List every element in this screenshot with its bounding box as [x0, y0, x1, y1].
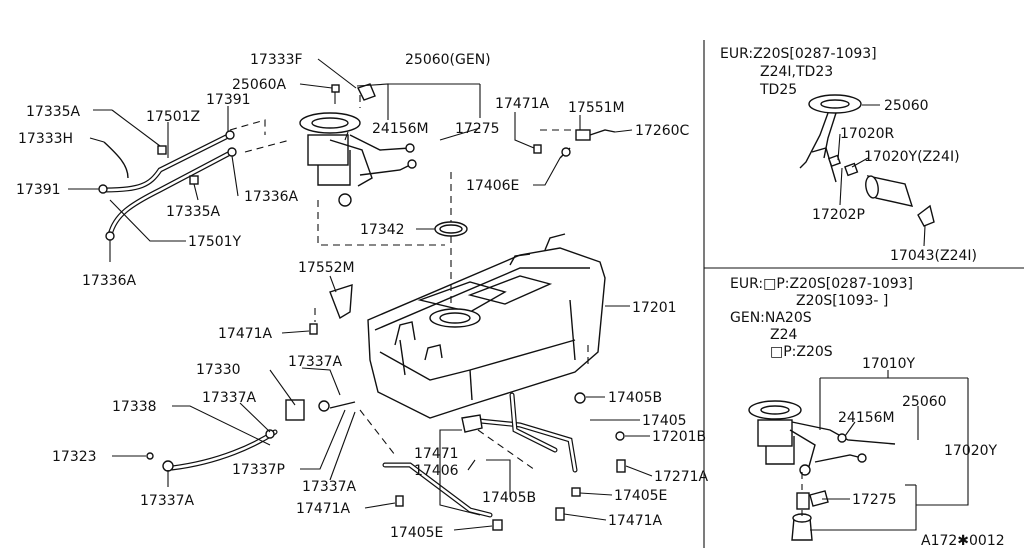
label-inset-bottom-25060: 25060: [902, 394, 947, 410]
fuel-lines-17501: [98, 130, 237, 241]
label-17391-top: 17391: [206, 92, 251, 108]
label-17010Y: 17010Y: [862, 356, 916, 372]
inset-top-note-2: Z24I,TD23: [760, 64, 833, 80]
label-17337A-bot2: 17337A: [140, 493, 195, 509]
label-17337A-left: 17337A: [202, 390, 257, 406]
label-17471A-mid: 17471A: [218, 326, 273, 342]
label-17471A-botright: 17471A: [608, 513, 663, 529]
label-17323: 17323: [52, 449, 97, 465]
label-25060A: 25060A: [232, 77, 287, 93]
inset-bottom-note-5: □P:Z20S: [770, 344, 833, 360]
label-17201B: 17201B: [652, 429, 706, 445]
inset-bottom-note-4: Z24: [770, 327, 797, 343]
label-17405E-right: 17405E: [614, 488, 667, 504]
label-17275-main: 17275: [455, 121, 500, 137]
inset-bottom-note-3: GEN:NA20S: [730, 310, 812, 326]
label-17020R: 17020R: [840, 126, 895, 142]
label-17406E: 17406E: [466, 178, 519, 194]
inset-bottom-note-2: Z20S[1093- ]: [796, 293, 888, 309]
label-inset-bottom-17020Y: 17020Y: [944, 443, 998, 459]
inset-top: EUR:Z20S[0287-1093] Z24I,TD23 TD25 25060…: [720, 46, 977, 264]
inset-top-pump-assembly: [799, 94, 935, 227]
label-inset-bottom-24156M: 24156M: [838, 410, 895, 426]
label-17338: 17338: [112, 399, 157, 415]
label-24156M-main: 24156M: [372, 121, 429, 137]
label-17271A: 17271A: [654, 469, 709, 485]
label-17471A-bot: 17471A: [296, 501, 351, 517]
label-17337P: 17337P: [232, 462, 285, 478]
label-17405B-bot: 17405B: [482, 490, 536, 506]
bracket-17552M: [309, 284, 353, 335]
inset-bottom-note-1: EUR:□P:Z20S[0287-1093]: [730, 276, 913, 292]
label-17405B-top: 17405B: [608, 390, 662, 406]
label-17202P: 17202P: [812, 207, 865, 223]
label-17335A-top: 17335A: [26, 104, 81, 120]
inset-bottom-pump-assembly: [748, 400, 896, 541]
label-17552M: 17552M: [298, 260, 355, 276]
label-17260C: 17260C: [635, 123, 690, 139]
label-17551M: 17551M: [568, 100, 625, 116]
label-17020Y-z24i: 17020Y(Z24I): [864, 149, 960, 165]
label-17405E-bot: 17405E: [390, 525, 443, 541]
fuel-pump-unit-25060: [299, 112, 417, 207]
label-17501Z: 17501Z: [146, 109, 200, 125]
label-17471A-top: 17471A: [495, 96, 550, 112]
fuel-tank-17201: [367, 233, 606, 419]
label-17471: 17471: [414, 446, 459, 462]
filler-hose-17338: [146, 399, 356, 472]
label-25060-gen: 25060(GEN): [405, 52, 491, 68]
label-17333H: 17333H: [18, 131, 73, 147]
inset-bottom: EUR:□P:Z20S[0287-1093] Z20S[1093- ] GEN:…: [730, 276, 998, 541]
diagram-code: A172✱0012: [921, 533, 1005, 549]
label-17337A-right: 17337A: [288, 354, 343, 370]
label-17336A-mid: 17336A: [244, 189, 299, 205]
label-17201: 17201: [632, 300, 677, 316]
vent-valve-17551M: [533, 129, 616, 159]
label-inset-bottom-17275: 17275: [852, 492, 897, 508]
label-17342: 17342: [360, 222, 405, 238]
label-17336A-low: 17336A: [82, 273, 137, 289]
label-17391-left: 17391: [16, 182, 61, 198]
bolt-25060A: [331, 84, 340, 104]
inset-top-note-1: EUR:Z20S[0287-1093]: [720, 46, 877, 62]
label-17337A-bot: 17337A: [302, 479, 357, 495]
label-17501Y: 17501Y: [188, 234, 242, 250]
label-17043-z24i: 17043(Z24I): [890, 248, 977, 264]
leader-lines-main: [68, 58, 653, 531]
label-17406: 17406: [414, 463, 459, 479]
label-17330: 17330: [196, 362, 241, 378]
label-17335A-mid: 17335A: [166, 204, 221, 220]
label-inset-top-25060: 25060: [884, 98, 929, 114]
label-17333F: 17333F: [250, 52, 303, 68]
label-17405: 17405: [642, 413, 687, 429]
inset-top-note-3: TD25: [759, 82, 797, 98]
guide-lines: [229, 95, 589, 471]
